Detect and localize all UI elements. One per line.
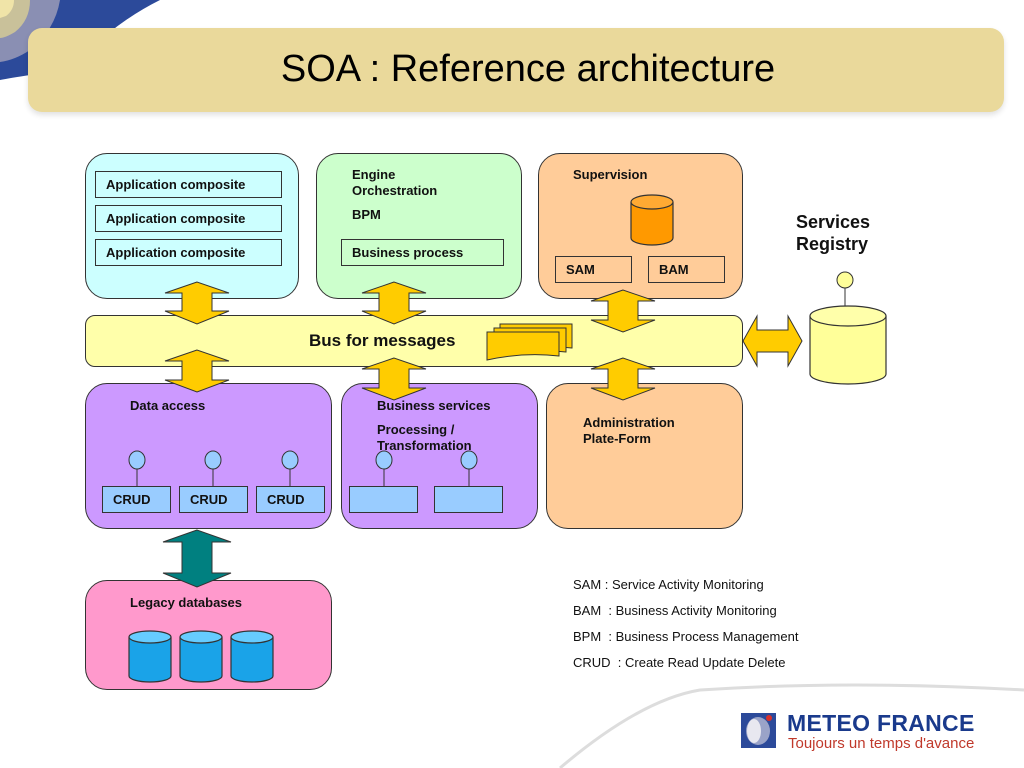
business-services-label: Business services (377, 398, 491, 413)
services-registry-label-1: Services (796, 212, 871, 232)
arrow-bus-data-access (164, 349, 230, 393)
brand-tagline: Toujours un temps d'avance (788, 735, 975, 752)
bam-box: BAM (648, 256, 725, 283)
legend-sam: SAM : Service Activity Monitoring (573, 577, 764, 592)
legacy-databases-label: Legacy databases (130, 595, 243, 610)
orchestration-label: Orchestration (352, 183, 438, 198)
arrow-bus-business-services (361, 357, 427, 401)
title-band (28, 28, 1004, 112)
arrow-bus-administration (590, 357, 656, 401)
arrow-applications-bus (164, 281, 230, 325)
crud-box-2: CRUD (179, 486, 248, 513)
legend-crud: CRUD : Create Read Update Delete (573, 655, 786, 670)
legend-bam: BAM : Business Activity Monitoring (573, 603, 777, 618)
processing-label: Processing / (377, 422, 455, 437)
orchestration-engine-label: Engine (352, 167, 396, 182)
plate-form-label: Plate-Form (583, 431, 651, 446)
administration-label: Administration (583, 415, 675, 430)
application-composite-3: Application composite (95, 239, 282, 266)
brand-name: METEO FRANCE (787, 710, 975, 736)
application-composite-1: Application composite (95, 171, 282, 198)
arrow-orchestration-bus (361, 281, 427, 325)
services-registry-label-2: Registry (796, 234, 869, 254)
arrow-supervision-bus (590, 289, 656, 333)
application-composite-2: Application composite (95, 205, 282, 232)
transformation-label: Transformation (377, 438, 472, 453)
arrow-data-access-legacy (162, 529, 232, 588)
bus-label: Bus for messages (309, 331, 456, 350)
legend-bpm: BPM : Business Process Management (573, 629, 799, 644)
administration-box (546, 383, 743, 529)
business-process: Business process (341, 239, 504, 266)
business-service-box-1 (349, 486, 418, 513)
slide-title: SOA : Reference architecture (280, 48, 776, 90)
bpm-label: BPM (352, 207, 381, 222)
sam-box: SAM (555, 256, 632, 283)
supervision-label: Supervision (573, 167, 648, 182)
orchestration-box (316, 153, 522, 299)
crud-box-1: CRUD (102, 486, 171, 513)
business-service-box-2 (434, 486, 503, 513)
arrow-bus-registry (742, 314, 803, 368)
data-access-label: Data access (130, 398, 206, 413)
crud-box-3: CRUD (256, 486, 325, 513)
